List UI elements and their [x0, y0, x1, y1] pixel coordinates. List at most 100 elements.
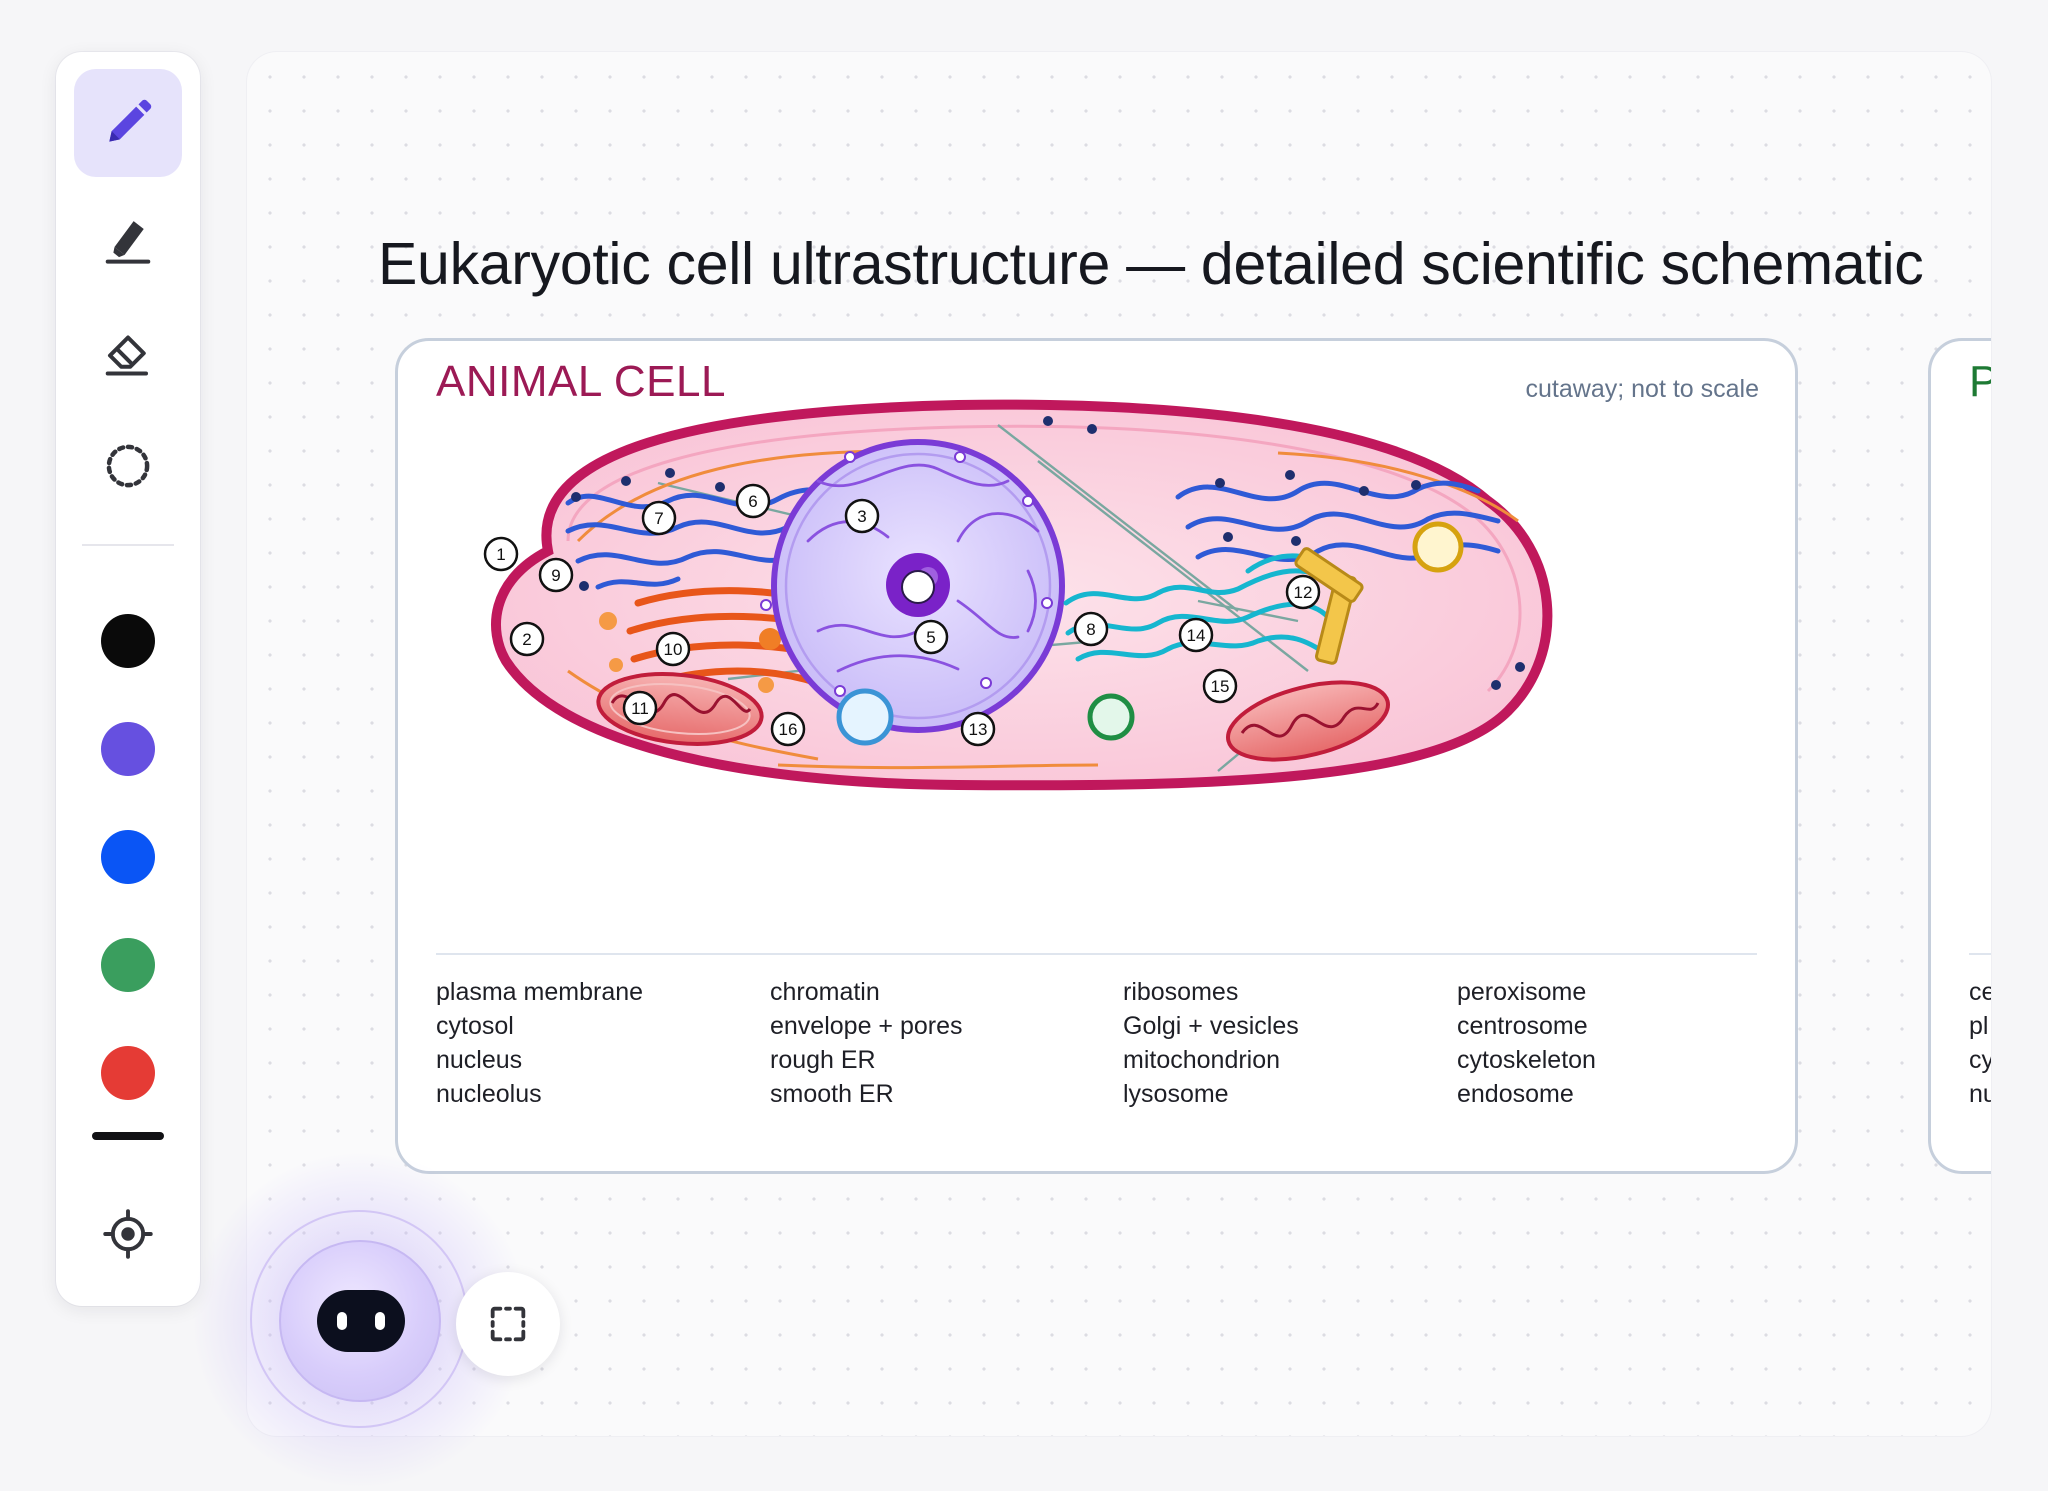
legend-divider [436, 953, 1757, 955]
animal-cell-note: cutaway; not to scale [1525, 375, 1759, 403]
marker-circle [913, 619, 949, 655]
stroke-width-indicator[interactable] [92, 1132, 164, 1140]
legend-column-1: plasma membrane cytosol nucleus nucleolu… [436, 975, 643, 1111]
pencil-tool-button[interactable] [74, 69, 182, 177]
legend-item: nu [1969, 1080, 1991, 1108]
marker-label: 7 [654, 509, 663, 528]
marker-15: 15 [1202, 668, 1238, 704]
marker-label: 13 [969, 720, 988, 739]
region-select-button[interactable] [456, 1272, 560, 1376]
legend-column-3: ribosomes Golgi + vesicles mitochondrion… [1123, 975, 1299, 1111]
legend-item: peroxisome [1457, 978, 1587, 1006]
color-swatch-red[interactable] [101, 1046, 155, 1100]
marker-circle [641, 500, 677, 536]
color-swatch-purple[interactable] [101, 722, 155, 776]
eraser-tool-button[interactable] [74, 297, 182, 405]
legend-item: cytosol [436, 1012, 514, 1040]
legend-item: nucleolus [436, 1080, 542, 1108]
toolbar-separator [82, 544, 174, 546]
marker-12: 12 [1285, 574, 1321, 610]
legend-item: ce [1969, 978, 1991, 1006]
assistant-button[interactable] [279, 1240, 441, 1402]
marker-circle [622, 690, 658, 726]
animal-cell-title: ANIMAL CELL [436, 357, 726, 406]
robot-eye-right [375, 1312, 385, 1330]
marker-label: 15 [1211, 677, 1230, 696]
legend-item: rough ER [770, 1046, 876, 1074]
legend-item: smooth ER [770, 1080, 894, 1108]
smooth-er [567, 449, 1519, 770]
legend-item: cytoskeleton [1457, 1046, 1596, 1074]
marker-9: 9 [538, 557, 574, 593]
color-swatch-black[interactable] [101, 614, 155, 668]
legend-item: pl [1969, 1012, 1989, 1040]
peroxisome [1412, 521, 1464, 573]
marker-label: 10 [664, 640, 683, 659]
plant-cell-card[interactable]: P ce pl cy nu [1928, 338, 1991, 1174]
legend-item: ribosomes [1123, 978, 1239, 1006]
legend-item: endosome [1457, 1080, 1574, 1108]
pencil-icon [109, 99, 152, 142]
legend-item: centrosome [1457, 1012, 1588, 1040]
marker-label: 2 [522, 630, 531, 649]
marker-circle [1202, 668, 1238, 704]
lasso-icon [106, 444, 150, 488]
marker-11: 11 [622, 690, 658, 726]
marker-8: 8 [1073, 611, 1109, 647]
marker-circle [770, 711, 806, 747]
marker-6: 6 [735, 483, 771, 519]
membrane-inner-line [566, 424, 1522, 693]
marker-label: 8 [1086, 620, 1095, 639]
recenter-button[interactable] [74, 1180, 182, 1288]
drawing-toolbar [56, 52, 200, 1306]
legend-column-4: peroxisome centrosome cytoskeleton endos… [1457, 975, 1596, 1111]
marker-13: 13 [960, 711, 996, 747]
marker-circle [538, 557, 574, 593]
eraser-icon [105, 335, 149, 376]
legend-item: cy [1969, 1046, 1991, 1074]
centrosome [1294, 547, 1364, 665]
marker-label: 9 [551, 566, 560, 585]
marker-circle [509, 621, 545, 657]
lysosome [1087, 693, 1135, 741]
marker-3: 3 [844, 498, 880, 534]
legend-item: nucleus [436, 1046, 523, 1074]
animal-cell-card[interactable]: ANIMAL CELL cutaway; not to scale [395, 338, 1798, 1174]
marker-7: 7 [641, 500, 677, 536]
marker-1: 1 [483, 536, 519, 572]
marker-circle [844, 498, 880, 534]
marker-14: 14 [1178, 617, 1214, 653]
legend-item: mitochondrion [1123, 1046, 1281, 1074]
legend-item: Golgi + vesicles [1123, 1012, 1299, 1040]
plant-legend: ce pl cy nu [1969, 975, 1991, 1111]
marker-label: 16 [779, 720, 798, 739]
lasso-tool-button[interactable] [74, 412, 182, 520]
legend-column-2: chromatin envelope + pores rough ER smoo… [770, 975, 963, 1111]
marker-circle [1285, 574, 1321, 610]
legend-item: lysosome [1123, 1080, 1229, 1108]
color-swatch-blue[interactable] [101, 830, 155, 884]
selection-frame-icon [490, 1306, 526, 1342]
legend-item: envelope + pores [770, 1012, 963, 1040]
marker-10: 10 [655, 631, 691, 667]
legend-item: chromatin [770, 978, 880, 1006]
marker-circle [1178, 617, 1214, 653]
highlighter-tool-button[interactable] [74, 184, 182, 292]
robot-face-icon [317, 1290, 405, 1352]
highlighter-icon [105, 221, 151, 264]
color-swatch-green[interactable] [101, 938, 155, 992]
mitochondrion-right [1226, 680, 1390, 762]
marker-circle [960, 711, 996, 747]
canvas-board[interactable]: Eukaryotic cell ultrastructure — detaile… [247, 52, 1991, 1436]
marker-circle [1073, 611, 1109, 647]
golgi-vesicles [599, 612, 781, 693]
marker-label: 3 [857, 507, 866, 526]
marker-label: 5 [926, 628, 935, 647]
marker-circle [655, 631, 691, 667]
legend-item: plasma membrane [436, 978, 644, 1006]
robot-eye-left [337, 1312, 347, 1330]
marker-5: 5 [913, 619, 949, 655]
